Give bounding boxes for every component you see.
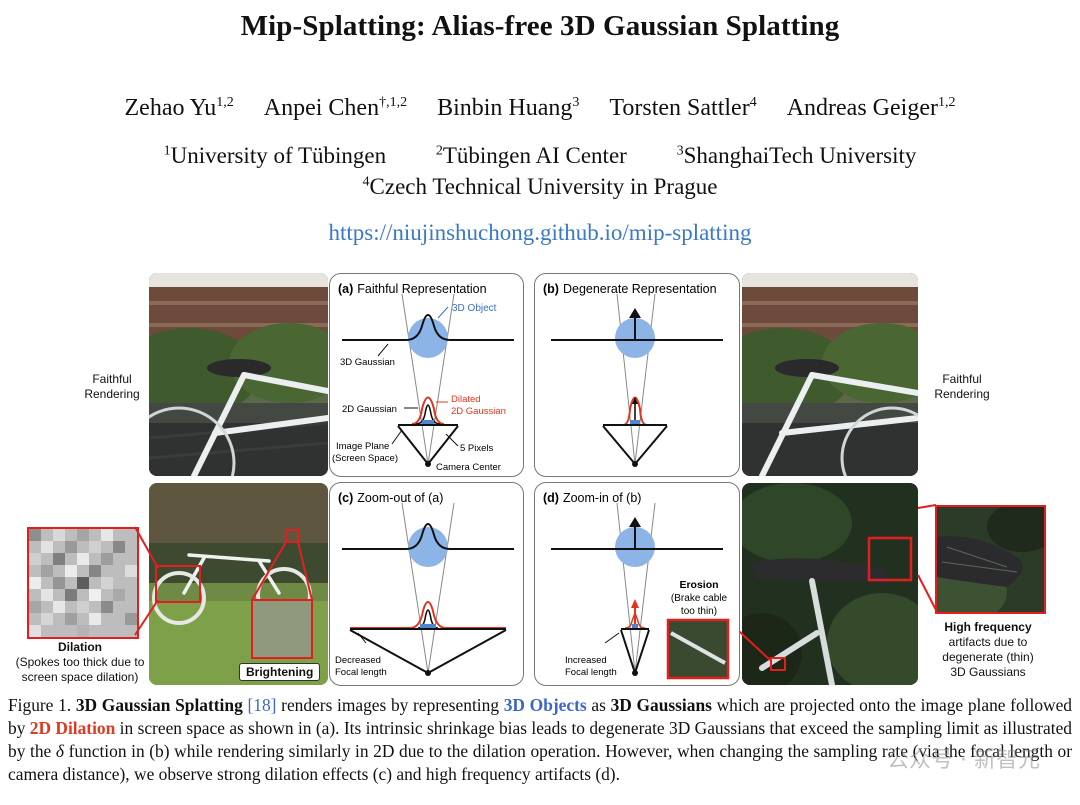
svg-text:(c)Zoom-out of (a): (c) Zoom-out of (a) [338,491,443,505]
high-frequency-zoom-inset [935,505,1046,614]
panel-d-prefix: (d) [543,491,559,505]
dilation-annotation: Dilation (Spokes too thick due to screen… [10,640,150,685]
erosion-line2: too thin) [681,606,717,617]
affiliation: 2Tübingen AI Center [435,143,627,168]
high-frequency-line3: 3D Gaussians [950,665,1026,679]
svg-text:(b)Degenerate Representation: (b) Degenerate Representation [543,282,717,296]
panel-c-zoom-out: (c) Zoom-out of (a) Decreased Focal lengt… [329,482,524,686]
object-label: 3D Object [452,303,497,314]
caption-2d-dilation: 2D Dilation [29,718,116,738]
caption-3dgs: 3D Gaussian Splatting [75,695,243,715]
panel-c-focal-1: Decreased [335,655,381,666]
panel-c-prefix: (c) [338,491,353,505]
author: Andreas Geiger1,2 [786,95,956,121]
author: Torsten Sattler4 [609,95,757,121]
dilation-title: Dilation [58,640,102,654]
erosion-line1: (Brake cable [671,593,728,604]
panel-d-zoom-in: (d) Zoom-in of (b) Increased Focal length… [534,482,740,686]
gaussian3d-label: 3D Gaussian [340,357,395,368]
affiliation: 3ShanghaiTech University [676,143,917,168]
panel-c-title: Zoom-out of (a) [357,491,443,505]
panel-c-focal-2: Focal length [335,667,387,678]
brightening-zoom-inset [253,601,311,657]
dilation-line1: (Spokes too thick due to [15,655,145,669]
svg-text:(d)Zoom-in of (b): (d) Zoom-in of (b) [543,491,641,505]
watermark: 公众号 · 新智元 [887,748,1040,773]
panel-d-focal-1: Increased [565,655,607,666]
affiliation: 4Czech Technical University in Prague [362,174,718,199]
high-frequency-line1: artifacts due to [948,635,1028,649]
caption-text: which are projected onto the image plane… [8,695,1073,738]
caption-text: function in (b) while rendering similarl… [8,741,1072,784]
zoom-in-render-photo [742,483,918,685]
caption-delta: δ [55,741,64,761]
high-frequency-title: High frequency [944,620,1032,634]
caption-citation[interactable]: [18] [247,695,277,715]
plane-label-1: Image Plane [336,441,389,452]
caption-3d-objects: 3D Objects [503,695,587,715]
affiliation: 1University of Tübingen [163,143,387,168]
gaussian2d-label: 2D Gaussian [342,404,397,415]
caption-text: as [591,695,606,715]
pixels-label: 5 Pixels [460,443,494,454]
author: Binbin Huang3 [437,95,580,121]
panel-b-degenerate: (b) Degenerate Representation [534,273,740,477]
faithful-render-photo-right [742,273,918,476]
plane-label-2: (Screen Space) [332,453,398,464]
panel-b-title: Degenerate Representation [563,282,717,296]
dilation-zoom-inset [27,527,139,639]
affiliations-row-1: 1University of Tübingen 2Tübingen AI Cen… [0,143,1080,169]
faithful-render-photo-left [149,273,328,476]
author: Zehao Yu1,2 [124,95,234,121]
paper-title: Mip-Splatting: Alias-free 3D Gaussian Sp… [240,10,840,42]
caption-prefix: Figure 1. [8,695,72,715]
dilated-label-1: Dilated [451,394,481,405]
figure-caption: Figure 1. 3D Gaussian Splatting [18] ren… [8,694,1072,786]
caption-text: renders images by representing [281,695,500,715]
brightening-label: Brightening [239,663,321,681]
panel-a-title: Faithful Representation [357,282,486,296]
erosion-title: Erosion [679,579,718,591]
author: Anpei Chen†,1,2 [263,95,408,121]
right-faithful-label: Faithful Rendering [934,372,990,401]
high-frequency-annotation: High frequency artifacts due to degenera… [918,620,1058,680]
camera-label: Camera Center [436,462,501,473]
panel-b-prefix: (b) [543,282,559,296]
svg-text:(a)Faithful Representation: (a) Faithful Representation [338,282,487,296]
left-faithful-label: Faithful Rendering [84,372,140,401]
dilated-label-2: 2D Gaussian [451,406,506,417]
panel-a-faithful: (a) Faithful Representation 3D Object 3D … [329,273,524,477]
panel-a-prefix: (a) [338,282,353,296]
project-link[interactable]: https://niujinshuchong.github.io/mip-spl… [328,220,752,245]
panel-d-focal-2: Focal length [565,667,617,678]
caption-text: in screen space as shown in (a). Its int… [8,718,1072,761]
caption-3d-gaussians: 3D Gaussians [610,695,712,715]
high-frequency-line2: degenerate (thin) [942,650,1034,664]
dilation-line2: screen space dilation) [21,670,139,684]
author-list: Zehao Yu1,2 Anpei Chen†,1,2 Binbin Huang… [0,95,1080,122]
panel-d-title: Zoom-in of (b) [563,491,642,505]
affiliations-row-2: 4Czech Technical University in Prague [0,174,1080,200]
